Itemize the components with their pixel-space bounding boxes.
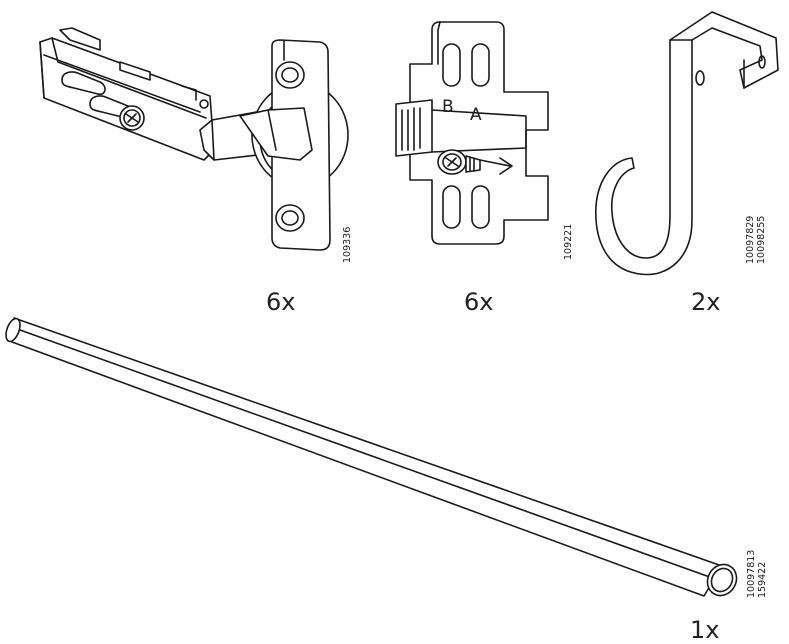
rod-part-code: 10097813 159422 xyxy=(746,550,768,598)
hinge-icon xyxy=(39,27,349,251)
rod-quantity: 1x xyxy=(690,616,720,644)
hook-part-code: 10097829 10098255 xyxy=(745,216,767,264)
plate-mark-a: A xyxy=(470,105,482,125)
hinge-quantity: 6x xyxy=(266,288,296,316)
plate-mark-b: B xyxy=(442,97,454,117)
rod-code-2: 159422 xyxy=(757,561,768,598)
hook-code-2: 10098255 xyxy=(756,215,767,264)
hook-icon xyxy=(595,11,779,276)
mounting-plate-icon xyxy=(395,21,549,245)
mounting-plate-code-1: 109221 xyxy=(563,223,574,260)
rod-icon xyxy=(5,317,738,597)
rod-code-1: 10097813 xyxy=(746,549,757,598)
hook-quantity: 2x xyxy=(691,288,721,316)
hinge-part-code: 109336 xyxy=(342,227,353,263)
mounting-plate-quantity: 6x xyxy=(464,288,494,316)
hinge-code-1: 109336 xyxy=(342,226,353,263)
hook-code-1: 10097829 xyxy=(745,215,756,264)
mounting-plate-part-code: 109221 xyxy=(563,224,574,260)
